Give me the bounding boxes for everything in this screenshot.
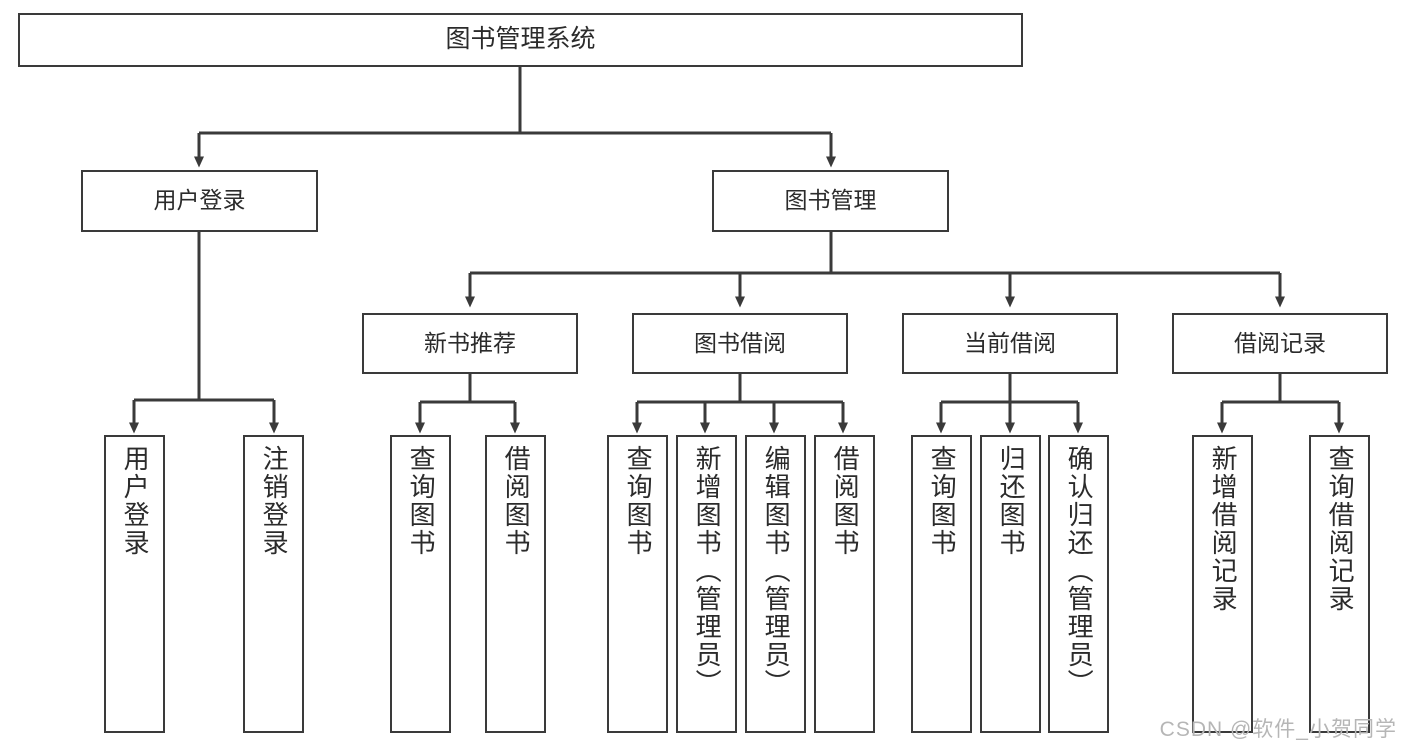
leaf-current-query-book[interactable]: 查询图书 [911,435,972,733]
watermark: CSDN @软件_小贺同学 [1159,718,1397,741]
leaf-borrow-add-book-admin[interactable]: 新增图书（管理员） [676,435,737,733]
leaf-current-return-book[interactable]: 归还图书 [980,435,1041,733]
leaf-user-logout[interactable]: 注销登录 [243,435,304,733]
node-user-login-label: 用户登录 [153,187,246,214]
node-borrow-record[interactable]: 借阅记录 [1172,313,1388,374]
leaf-newbook-borrow-book[interactable]: 借阅图书 [485,435,546,733]
node-borrow-record-label: 借阅记录 [1234,329,1326,356]
leaf-newbook-query-book[interactable]: 查询图书 [390,435,451,733]
leaf-current-confirm-return-admin-label: 确认归还（管理员） [1064,445,1095,697]
leaf-newbook-borrow-book-label: 借阅图书 [501,445,532,557]
node-new-book-recommend[interactable]: 新书推荐 [362,313,578,374]
node-root-system[interactable]: 图书管理系统 [18,13,1023,67]
leaf-current-return-book-label: 归还图书 [996,445,1027,557]
node-book-borrow-label: 图书借阅 [694,329,786,356]
node-book-borrow[interactable]: 图书借阅 [632,313,848,374]
leaf-borrow-borrow-book[interactable]: 借阅图书 [814,435,875,733]
leaf-borrow-borrow-book-label: 借阅图书 [830,445,861,557]
node-user-login[interactable]: 用户登录 [81,170,318,232]
leaf-borrow-edit-book-admin[interactable]: 编辑图书（管理员） [745,435,806,733]
node-current-borrow[interactable]: 当前借阅 [902,313,1118,374]
leaf-borrow-query-book-label: 查询图书 [623,445,654,557]
leaf-user-login[interactable]: 用户登录 [104,435,165,733]
leaf-user-logout-label: 注销登录 [259,445,290,557]
node-book-management[interactable]: 图书管理 [712,170,949,232]
node-book-management-label: 图书管理 [784,187,877,214]
leaf-current-query-book-label: 查询图书 [927,445,958,557]
leaf-record-query-record[interactable]: 查询借阅记录 [1309,435,1370,733]
leaf-borrow-add-book-admin-label: 新增图书（管理员） [692,445,723,697]
leaf-current-confirm-return-admin[interactable]: 确认归还（管理员） [1048,435,1109,733]
leaf-record-add-record-label: 新增借阅记录 [1208,445,1239,613]
leaf-record-add-record[interactable]: 新增借阅记录 [1192,435,1253,733]
leaf-user-login-label: 用户登录 [120,445,151,557]
leaf-record-query-record-label: 查询借阅记录 [1325,445,1356,613]
leaf-borrow-edit-book-admin-label: 编辑图书（管理员） [761,445,792,697]
node-root-system-label: 图书管理系统 [445,25,596,54]
leaf-borrow-query-book[interactable]: 查询图书 [607,435,668,733]
node-new-book-recommend-label: 新书推荐 [424,329,516,356]
leaf-newbook-query-book-label: 查询图书 [406,445,437,557]
node-current-borrow-label: 当前借阅 [964,329,1056,356]
